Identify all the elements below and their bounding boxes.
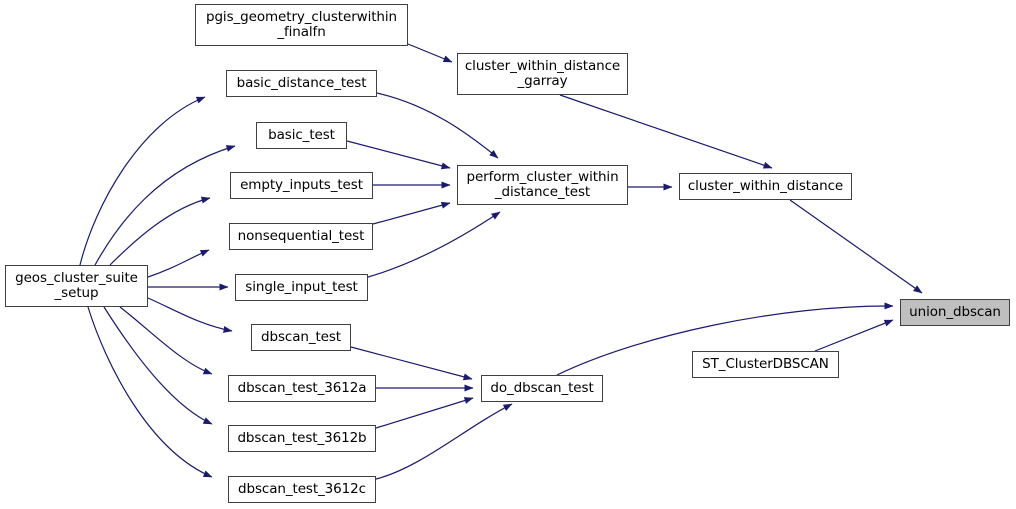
node-nonsequential_test[interactable]: nonsequential_test [229, 223, 373, 250]
edge-ST_ClusterDBSCAN-to-union_dbscan [814, 319, 894, 352]
node-label: union_dbscan [909, 303, 1001, 320]
node-label: single_input_test [245, 278, 358, 295]
node-label: cluster_within_distance _garray [464, 57, 621, 89]
node-pgis_geometry_clusterwithin_finalfn[interactable]: pgis_geometry_clusterwithin _finalfn [195, 4, 408, 46]
edge-geos_cluster_suite_setup-to-dbscan_test_3612a [119, 306, 213, 375]
node-dbscan_test_3612c[interactable]: dbscan_test_3612c [228, 476, 376, 503]
node-single_input_test[interactable]: single_input_test [235, 274, 368, 301]
node-empty_inputs_test[interactable]: empty_inputs_test [230, 172, 373, 199]
node-label: dbscan_test [261, 328, 341, 345]
node-label: basic_distance_test [236, 74, 367, 91]
edge-geos_cluster_suite_setup-to-dbscan_test [147, 297, 233, 333]
node-label: dbscan_test_3612a [237, 379, 367, 396]
edge-geos_cluster_suite_setup-to-dbscan_test_3612b [103, 306, 213, 425]
node-cluster_within_distance[interactable]: cluster_within_distance [679, 173, 852, 200]
node-label: do_dbscan_test [490, 379, 594, 396]
edge-geos_cluster_suite_setup-to-nonsequential_test [147, 249, 210, 278]
edge-geos_cluster_suite_setup-to-empty_inputs_test [109, 196, 211, 266]
node-label: perform_cluster_within _distance_test [466, 168, 619, 200]
edge-dbscan_test_3612c-to-do_dbscan_test [375, 403, 513, 480]
node-union_dbscan[interactable]: union_dbscan [900, 299, 1010, 326]
edge-dbscan_test_3612b-to-do_dbscan_test [375, 397, 474, 429]
edge-geos_cluster_suite_setup-to-dbscan_test_3612c [87, 306, 213, 478]
node-label: dbscan_test_3612b [237, 429, 367, 446]
node-label: cluster_within_distance [687, 177, 844, 194]
edge-basic_distance_test-to-perform_cluster_within_distance_test [376, 92, 499, 159]
node-do_dbscan_test[interactable]: do_dbscan_test [481, 375, 603, 402]
node-label: geos_cluster_suite _setup [15, 269, 138, 301]
node-perform_cluster_within_distance_test[interactable]: perform_cluster_within _distance_test [457, 165, 628, 205]
node-label: ST_ClusterDBSCAN [702, 355, 829, 372]
node-label: basic_test [268, 126, 335, 143]
node-dbscan_test_3612a[interactable]: dbscan_test_3612a [228, 375, 376, 402]
edge-cluster_within_distance-to-union_dbscan [789, 199, 923, 294]
node-label: pgis_geometry_clusterwithin _finalfn [205, 8, 397, 40]
edge-nonsequential_test-to-perform_cluster_within_distance_test [372, 201, 451, 225]
node-geos_cluster_suite_setup[interactable]: geos_cluster_suite _setup [5, 265, 148, 307]
node-label: dbscan_test_3612c [238, 480, 366, 497]
edge-pgis_geometry_clusterwithin_finalfn-to-cluster_within_distance_garray [407, 43, 453, 63]
node-ST_ClusterDBSCAN[interactable]: ST_ClusterDBSCAN [692, 351, 839, 378]
edge-geos_cluster_suite_setup-to-basic_test [94, 145, 236, 266]
node-label: nonsequential_test [237, 227, 365, 244]
edge-basic_test-to-perform_cluster_within_distance_test [346, 140, 451, 170]
node-cluster_within_distance_garray[interactable]: cluster_within_distance _garray [457, 53, 628, 95]
edge-cluster_within_distance_garray-to-cluster_within_distance [559, 94, 773, 169]
node-dbscan_test_3612b[interactable]: dbscan_test_3612b [228, 425, 376, 452]
node-basic_test[interactable]: basic_test [256, 122, 347, 149]
node-label: empty_inputs_test [240, 176, 363, 193]
node-basic_distance_test[interactable]: basic_distance_test [226, 70, 377, 97]
edge-geos_cluster_suite_setup-to-basic_distance_test [79, 96, 206, 266]
node-dbscan_test[interactable]: dbscan_test [251, 324, 351, 351]
edge-single_input_test-to-perform_cluster_within_distance_test [367, 211, 501, 278]
